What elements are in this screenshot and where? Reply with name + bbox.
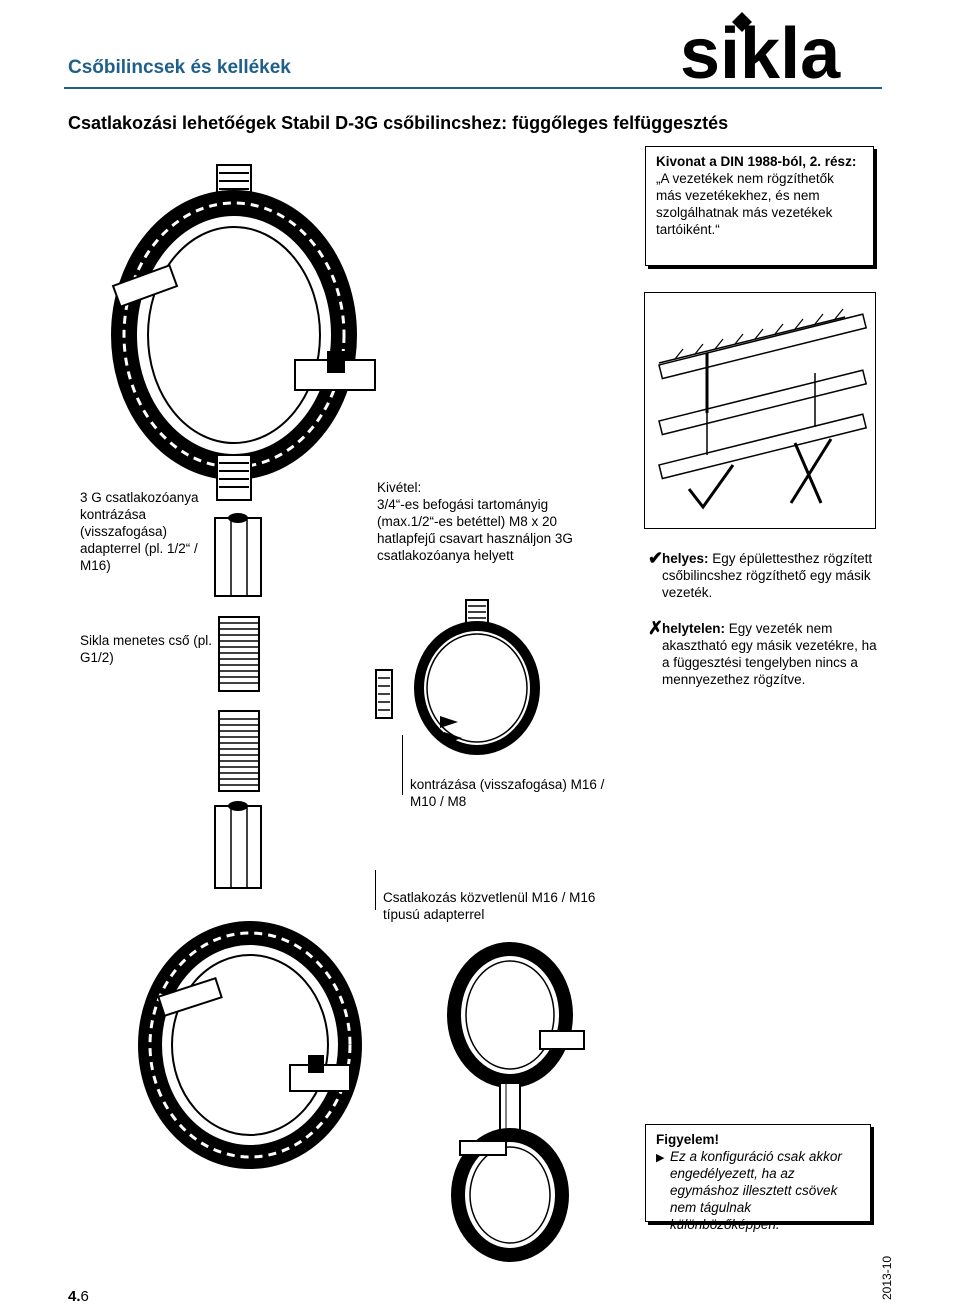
adapter-label: 3 G csatlakozóanya kontrázása (visszafog… [80, 490, 199, 573]
note-heading: Figyelem! [656, 1132, 720, 1147]
hex-nut-top-icon [214, 513, 262, 597]
page-section: 4. [68, 1288, 81, 1305]
correct-heading: helyes: [662, 551, 709, 566]
page-index: 6 [80, 1288, 89, 1305]
din-excerpt-box: Kivonat a DIN 1988-ból, 2. rész: „A veze… [645, 146, 874, 266]
din-text: „A vezetékek nem rögzíthetők más vezeték… [656, 171, 834, 237]
hex-nut-bottom-icon [214, 801, 262, 889]
din-heading: Kivonat a DIN 1988-ból, 2. rész: [656, 154, 857, 169]
exception-text: Kivétel: 3/4“-es befogási tartományig (m… [377, 479, 607, 564]
warning-note-box: Figyelem! ▶ Ez a konfiguráció csak akkor… [645, 1124, 871, 1232]
legend-wrong: ✗ helytelen: Egy vezeték nem akasztható … [648, 618, 880, 688]
large-pipe-clamp-illustration [111, 164, 376, 501]
callout-line-csatlakozas [375, 870, 376, 910]
legend-correct: ✔ helyes: Egy épülettesthez rögzített cs… [648, 548, 878, 601]
stacked-clamps-illustration [447, 942, 585, 1262]
section-title: Csőbilincsek és kellékek [68, 57, 291, 78]
ceiling-pipes-diagram [658, 308, 868, 510]
threaded-pipe-lower-icon [218, 710, 260, 792]
publication-date: 2013-10 [880, 1255, 894, 1300]
wrong-text: Egy vezeték nem akasztható egy másik vez… [662, 621, 877, 687]
wrong-heading: helytelen: [662, 621, 726, 636]
page-number: 4.6 [68, 1288, 89, 1305]
correct-text: Egy épülettesthez rögzített csőbilincshe… [662, 551, 873, 600]
clamp-with-bolt-illustration [375, 599, 540, 755]
brand-text: sikla [680, 14, 841, 94]
direct-connection-label: Csatlakozás közvetlenül M16 / M16 típusú… [383, 890, 596, 922]
threaded-pipe-icon [218, 616, 260, 692]
check-icon: ✔ [648, 548, 664, 568]
sikla-logo: sikla [680, 12, 841, 94]
page-heading: Csatlakozási lehetőégek Stabil D-3G csőb… [68, 113, 729, 133]
bottom-clamp-illustration [138, 921, 362, 1169]
triangle-right-icon: ▶ [656, 1152, 665, 1164]
installation-diagram-box [644, 292, 876, 529]
exception-heading: Kivétel: [377, 480, 422, 495]
cross-icon: ✗ [648, 618, 664, 638]
header-rule [64, 87, 882, 89]
callout-line-kontrazas [402, 735, 403, 795]
threaded-pipe-label: Sikla menetes cső (pl. G1/2) [80, 633, 213, 665]
note-text: Ez a konfiguráció csak akkor engedélyeze… [670, 1149, 842, 1232]
exception-body: 3/4“-es befogási tartományig (max.1/2“-e… [377, 497, 573, 563]
kontrazas-label: kontrázása (visszafogása) M16 / M10 / M8 [410, 777, 605, 809]
